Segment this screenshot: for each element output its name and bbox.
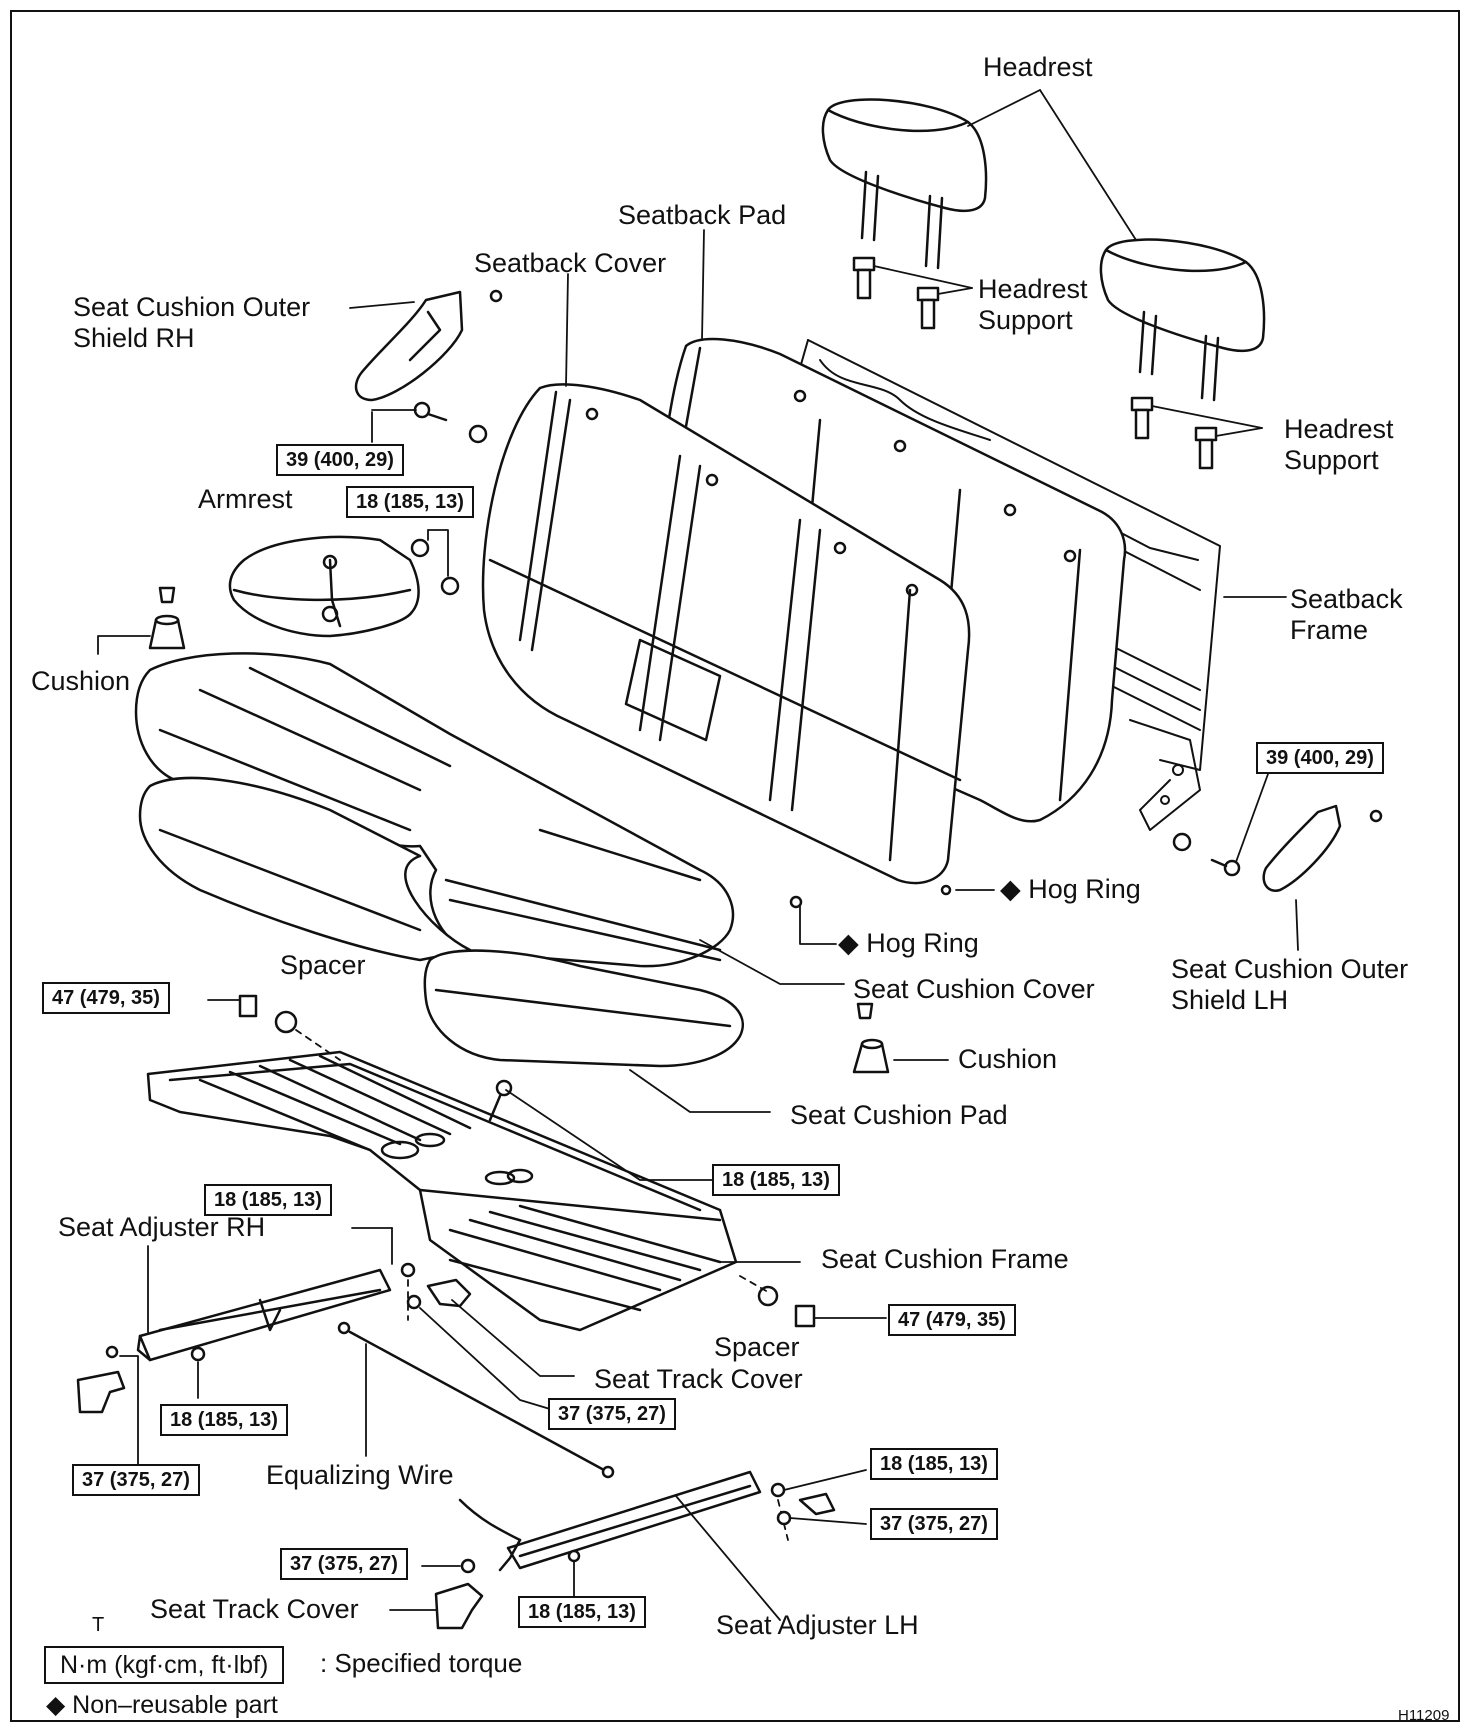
headrest-left-part <box>821 98 988 270</box>
label-cushion-right: Cushion <box>958 1044 1058 1074</box>
label-seatback-cover: Seatback Cover <box>474 248 667 278</box>
torque-box: 39 (400, 29) <box>276 444 404 476</box>
label-headrest: Headrest <box>983 52 1093 82</box>
seat-track-cover-small-part <box>76 1370 126 1414</box>
label-spacer-lower: Spacer <box>714 1332 800 1362</box>
legend-torque-desc: : Specified torque <box>320 1648 523 1678</box>
label-headrest-support-upper: Headrest Support <box>978 274 1088 335</box>
headrest-support-parts <box>852 256 1218 470</box>
nut-part <box>440 576 460 596</box>
label-headrest-support-lower: Headrest Support <box>1284 414 1394 475</box>
seat-cushion-pad-part <box>138 776 745 1068</box>
diagram-frame <box>10 10 1460 1722</box>
seat-adjuster-rh-part <box>136 1268 392 1362</box>
label-seat-cushion-pad: Seat Cushion Pad <box>790 1100 1008 1130</box>
label-seat-cushion-outer-shield-lh: Seat Cushion Outer Shield LH <box>1171 954 1409 1015</box>
seat-adjuster-lh-part <box>458 1470 762 1599</box>
torque-box: 18 (185, 13) <box>518 1596 646 1628</box>
legend-nonreusable: ◆ Non–reusable part <box>46 1691 278 1719</box>
label-seat-adjuster-rh: Seat Adjuster RH <box>58 1212 266 1242</box>
label-seat-cushion-frame: Seat Cushion Frame <box>821 1244 1069 1274</box>
seat-track-cover-lower-part <box>434 1582 484 1630</box>
label-spacer-upper: Spacer <box>280 950 366 980</box>
label-seat-adjuster-lh: Seat Adjuster LH <box>716 1610 919 1640</box>
label-hog-ring-lower: ◆ Hog Ring <box>838 928 979 958</box>
torque-box: 37 (375, 27) <box>548 1398 676 1430</box>
seat-cushion-outer-shield-rh-part <box>354 289 503 402</box>
seat-cushion-outer-shield-lh-part <box>1262 804 1383 892</box>
label-equalizing-wire: Equalizing Wire <box>266 1460 454 1490</box>
nut-part <box>468 424 488 444</box>
torque-box: 37 (375, 27) <box>870 1508 998 1540</box>
label-seatback-frame: Seatback Frame <box>1290 584 1403 645</box>
torque-box: 47 (479, 35) <box>42 982 170 1014</box>
label-cushion-left: Cushion <box>31 666 131 696</box>
figure-code: H11209 <box>1398 1707 1450 1724</box>
seat-cushion-frame-part <box>146 1050 738 1332</box>
torque-box: 18 (185, 13) <box>870 1448 998 1480</box>
torque-box: 37 (375, 27) <box>280 1548 408 1580</box>
cushion-right-part <box>852 1002 890 1074</box>
seatback-cover-part <box>481 383 971 885</box>
armrest-part <box>228 535 420 638</box>
legend-torque-symbol: T <box>92 1614 105 1636</box>
torque-box: 18 (185, 13) <box>346 486 474 518</box>
equalizing-wire-part <box>337 1321 615 1479</box>
bolt-part <box>413 401 448 422</box>
torque-box: 37 (375, 27) <box>72 1464 200 1496</box>
torque-box: 47 (479, 35) <box>888 1304 1016 1336</box>
label-seatback-pad: Seatback Pad <box>618 200 787 230</box>
headrest-right-part <box>1099 238 1266 402</box>
legend-torque-unit: N·m (kgf·cm, ft·lbf) <box>44 1646 285 1684</box>
nut-part <box>410 538 430 558</box>
cushion-left-part <box>148 586 186 650</box>
torque-box: 18 (185, 13) <box>160 1404 288 1436</box>
label-seat-track-cover-upper: Seat Track Cover <box>594 1364 803 1394</box>
label-seat-track-cover-lower: Seat Track Cover <box>150 1594 359 1624</box>
seat-track-cover-part <box>426 1278 472 1308</box>
torque-box: 39 (400, 29) <box>1256 742 1384 774</box>
label-armrest: Armrest <box>198 484 293 514</box>
label-hog-ring-upper: ◆ Hog Ring <box>1000 874 1141 904</box>
torque-box: 18 (185, 13) <box>204 1184 332 1216</box>
torque-box: 18 (185, 13) <box>712 1164 840 1196</box>
label-seat-cushion-cover: Seat Cushion Cover <box>853 974 1095 1004</box>
label-seat-cushion-outer-shield-rh: Seat Cushion Outer Shield RH <box>73 292 311 353</box>
